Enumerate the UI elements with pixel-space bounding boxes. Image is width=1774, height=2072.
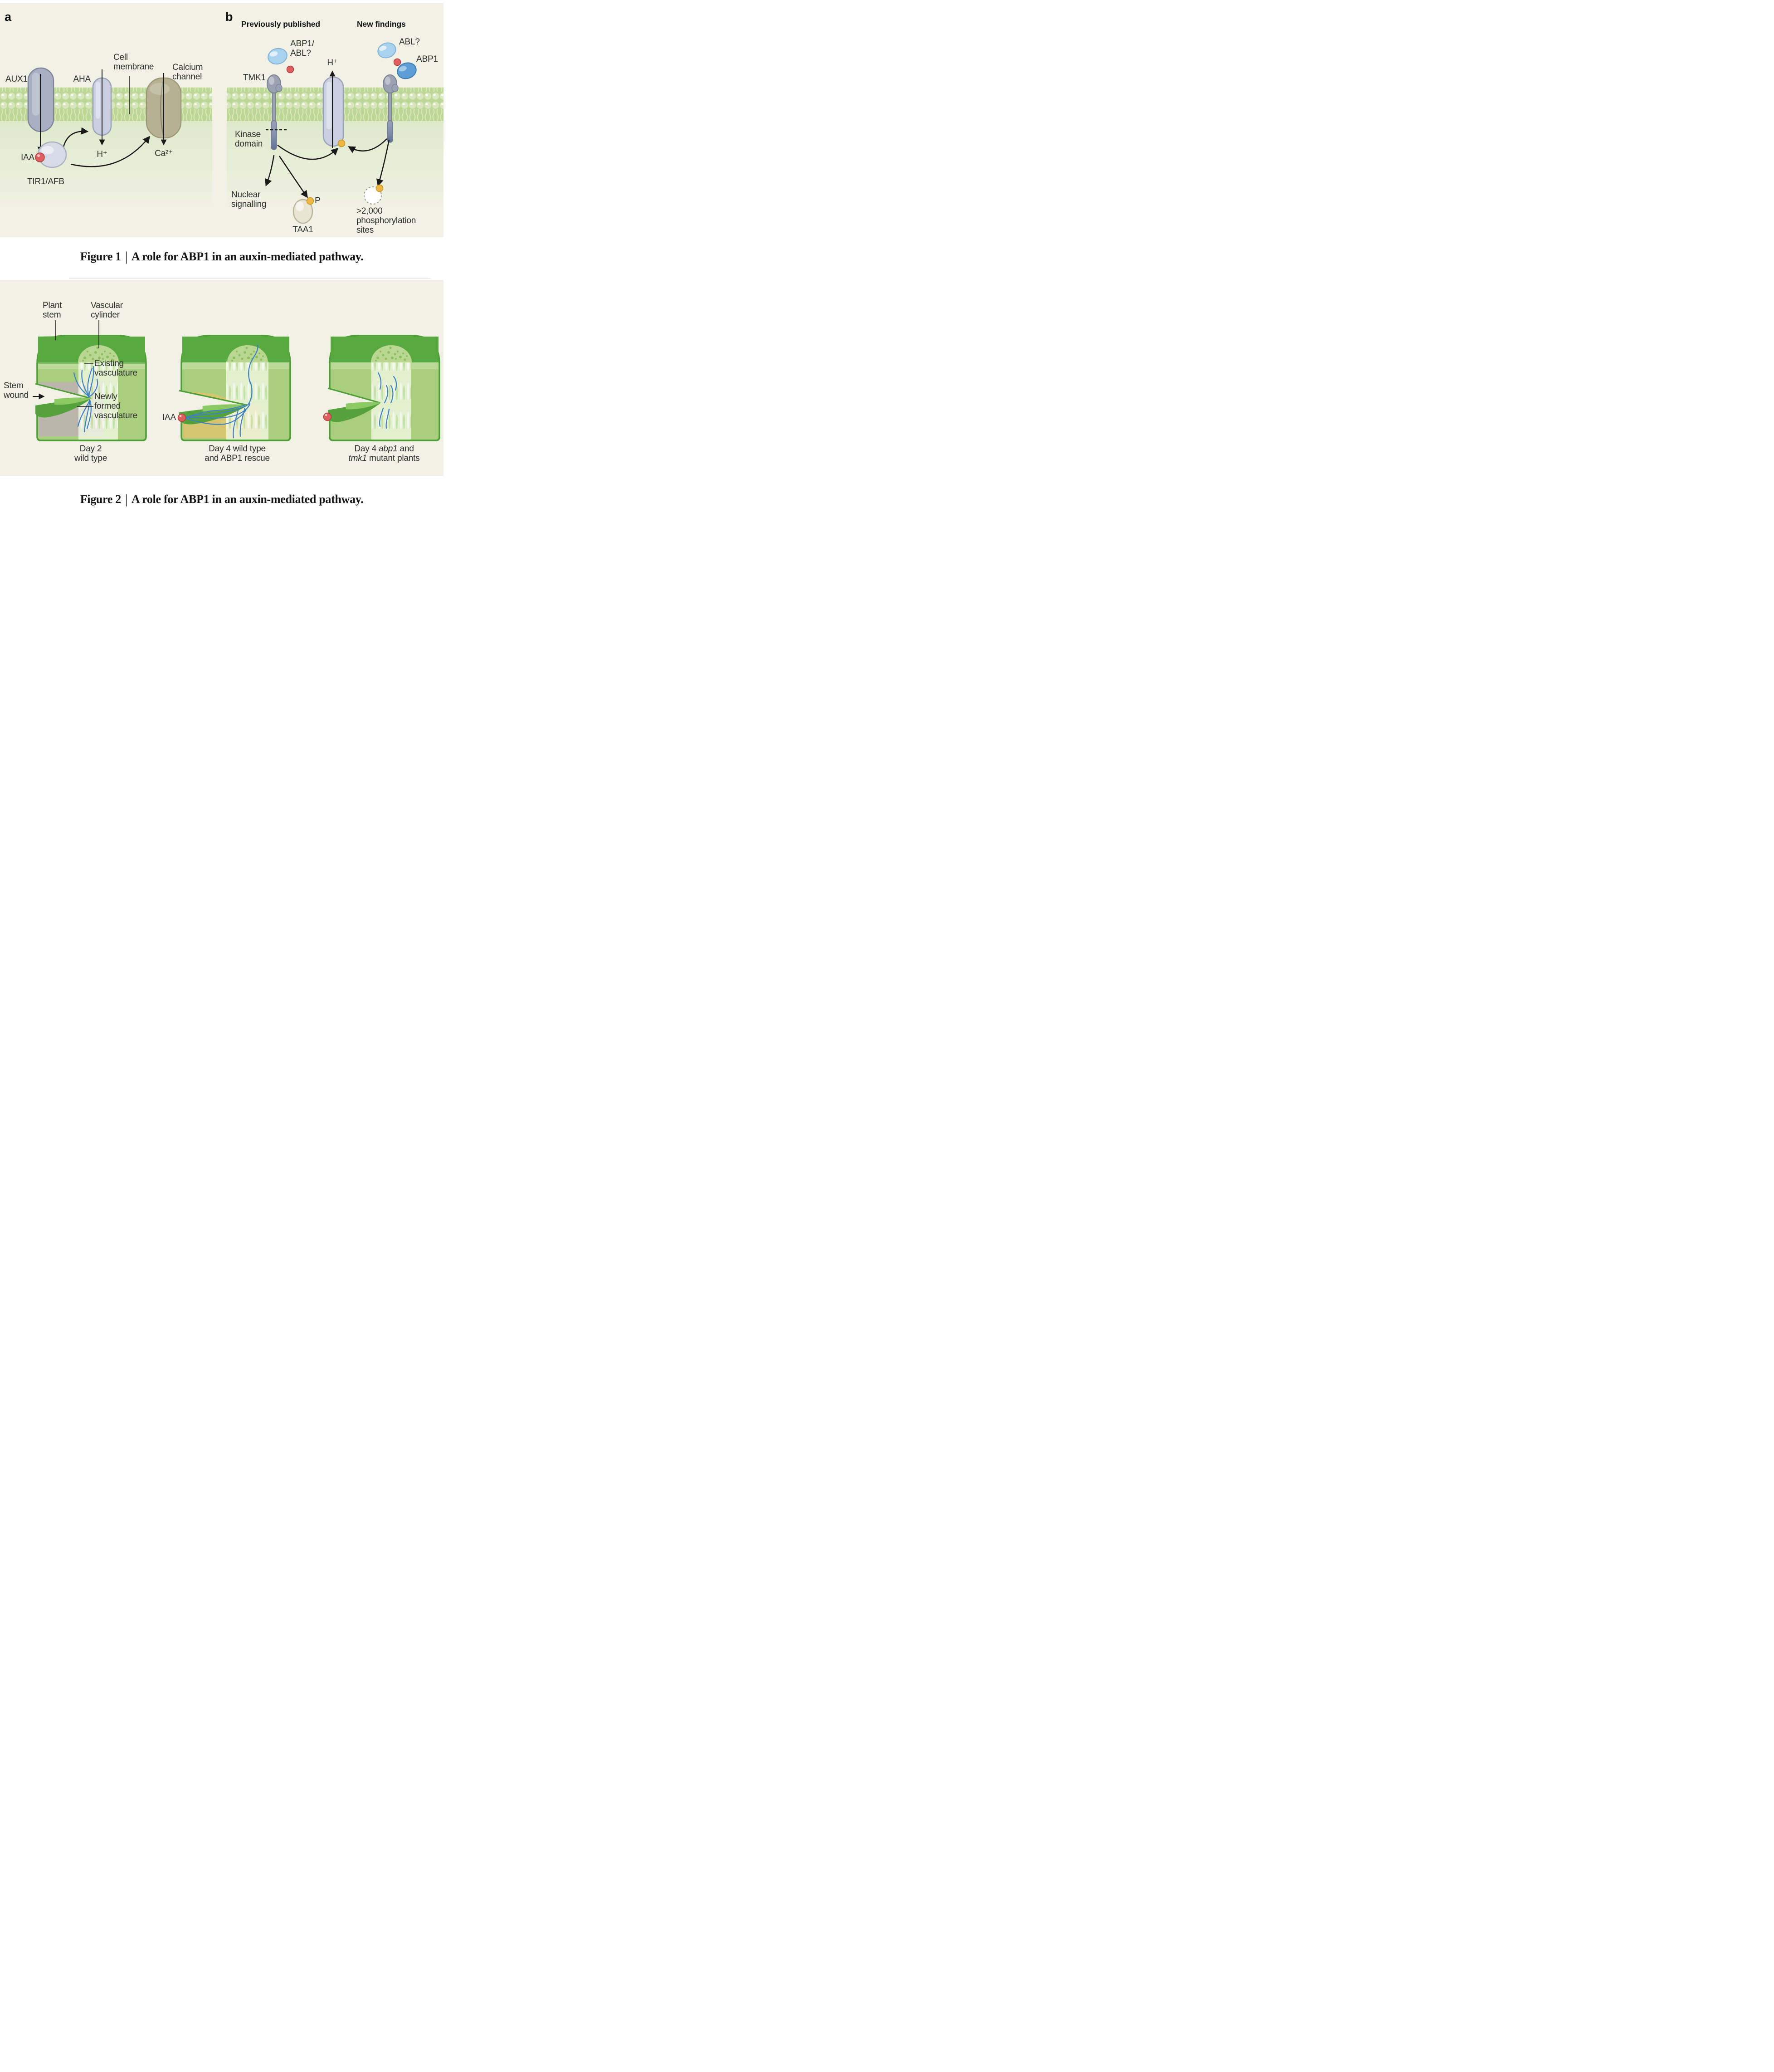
calcium-channel-label: Calcium channel [172, 63, 203, 82]
tmk1-label: TMK1 [243, 73, 266, 83]
panel-a-letter: a [5, 10, 11, 24]
iaa-auxin-dot-stem2 [177, 413, 186, 422]
abp1-oval-right [397, 62, 417, 79]
existing-vasculature-label: Existing vasculature [94, 359, 137, 378]
phospho-substrate-circle [364, 186, 382, 205]
tir1-to-aha-arrow [63, 127, 89, 147]
phosphate-dot-substrate [375, 184, 384, 192]
nuclear-signalling-arrow [265, 155, 275, 187]
auxin-dot-left [286, 65, 294, 73]
tmk1right-to-aha-arrow [348, 138, 387, 153]
abl-label-right: ABL? [399, 37, 420, 47]
newly-formed-vasculature [73, 366, 98, 433]
phospho-sites-label: >2,000 phosphorylation sites [356, 206, 416, 235]
section-divider [69, 278, 431, 279]
caption-day2-wildtype: Day 2 wild type [74, 444, 107, 463]
abp1-abl-oval-left [268, 48, 288, 65]
header-previously-published: Previously published [241, 20, 321, 29]
tmk1-kinase-domain [271, 120, 277, 150]
newly-formed-vasculature [182, 344, 258, 439]
nuclear-signalling-label: Nuclear signalling [231, 190, 267, 209]
stem-day2-wildtype [34, 335, 147, 441]
abl-oval-right [377, 42, 396, 59]
header-new-findings: New findings [357, 20, 406, 29]
panel-b-letter: b [225, 10, 233, 24]
ca2-label: Ca²⁺ [155, 149, 173, 158]
tmk1-receptor-right [383, 74, 399, 143]
h-plus-label-a: H⁺ [97, 150, 107, 159]
stem-day4-mutant [323, 335, 440, 441]
tir1-afb-label: TIR1/AFB [27, 177, 64, 186]
iaa-label-fig2: IAA [162, 413, 176, 422]
iaa-label: IAA [20, 153, 34, 162]
p-label: P [315, 196, 321, 205]
newly-formed-label: Newly formed vasculature [94, 392, 137, 420]
figure2-caption: Figure 2|A role for ABP1 in an auxin-med… [80, 491, 364, 507]
h-plus-label-b: H⁺ [327, 58, 338, 68]
figure-artwork [0, 42, 444, 441]
stem-day4-wildtype [177, 335, 291, 441]
auxin-dot-right [393, 58, 401, 66]
caption-day4-mutant: Day 4 abp1 and tmk1 mutant plants [348, 444, 420, 463]
iaa-auxin-dot [35, 152, 45, 162]
cell-membrane-label: Cell membrane [113, 53, 154, 72]
taa1-label: TAA1 [292, 225, 313, 235]
tir1-to-calcium-arrow [70, 136, 151, 167]
abp1-label-right: ABP1 [416, 54, 438, 64]
phospho-sites-arrow [376, 139, 390, 187]
tmk1-to-aha-arrow [277, 144, 339, 160]
stem-wound-label: Stem wound [4, 381, 29, 400]
aux1-label: AUX1 [5, 74, 28, 84]
phosphate-dot-taa1 [306, 197, 314, 205]
taa1-protein [292, 199, 313, 224]
kinase-domain-label: Kinase domain [235, 130, 263, 149]
abp1-abl-label: ABP1/ ABL? [290, 39, 314, 58]
sparse-vasculature [377, 372, 397, 429]
taa1-arrow [278, 156, 308, 198]
aha-label: AHA [73, 74, 91, 84]
caption-day4-wildtype: Day 4 wild type and ABP1 rescue [205, 444, 270, 463]
figure-page: a AUX1 AHA Cell membrane Calcium channel… [0, 0, 444, 518]
plant-stem-label: Plant stem [43, 301, 62, 320]
vascular-cylinder-label: Vascular cylinder [91, 301, 123, 320]
aha-proton-pump-b [322, 76, 344, 147]
phosphate-dot-aha [337, 139, 346, 147]
iaa-auxin-dot-stem3 [323, 412, 332, 421]
tmk1-receptor-left [267, 74, 283, 150]
figure1-caption: Figure 1|A role for ABP1 in an auxin-med… [80, 249, 364, 264]
